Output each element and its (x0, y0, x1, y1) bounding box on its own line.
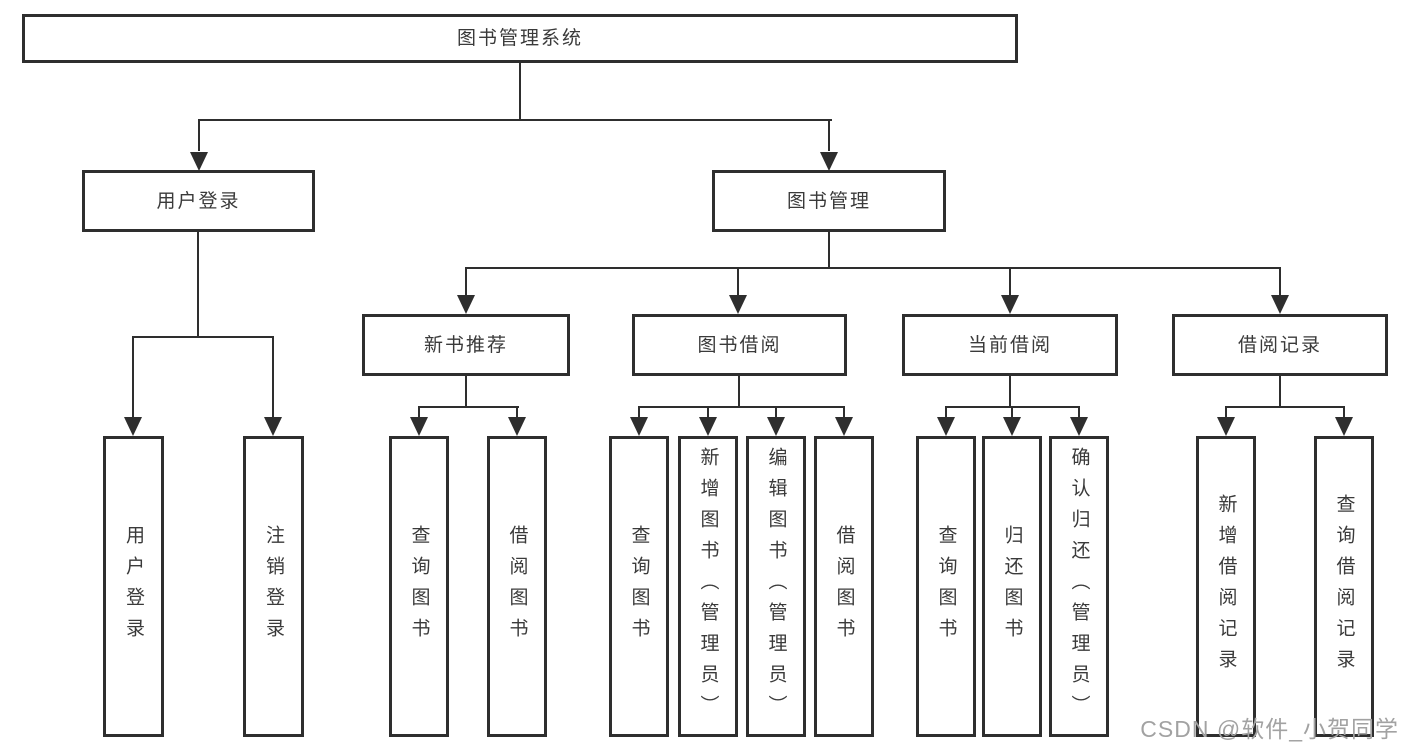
connector-line (132, 338, 134, 418)
arrow-down-icon (835, 417, 853, 436)
arrow-down-icon (1217, 417, 1235, 436)
arrow-down-icon (457, 295, 475, 314)
arrow-down-icon (630, 417, 648, 436)
connector-line (707, 408, 709, 418)
connector-line (1078, 408, 1080, 418)
connector-line (1343, 408, 1345, 418)
arrow-down-icon (1271, 295, 1289, 314)
arrow-down-icon (1001, 295, 1019, 314)
connector-line (1225, 408, 1227, 418)
node-label: 查询图书 (628, 524, 650, 649)
node-label: 新增图书（管理员） (697, 447, 719, 726)
connector-line (519, 63, 521, 121)
node-label: 查询图书 (408, 524, 430, 649)
connector-line (418, 408, 420, 418)
arrow-down-icon (190, 152, 208, 171)
node-label: 借阅图书 (506, 524, 528, 649)
node-label: 借阅图书 (833, 524, 855, 649)
arrow-down-icon (410, 417, 428, 436)
connector-line (828, 121, 830, 151)
leaf-edit-books-admin: 编辑图书（管理员） (746, 436, 806, 737)
leaf-return-books: 归还图书 (982, 436, 1042, 737)
node-label: 查询图书 (935, 524, 957, 649)
connector-line (1009, 376, 1011, 408)
leaf-add-books-admin: 新增图书（管理员） (678, 436, 738, 737)
connector-line (198, 121, 200, 151)
connector-line (738, 376, 740, 408)
arrow-down-icon (820, 152, 838, 171)
arrow-down-icon (1003, 417, 1021, 436)
connector-line (1279, 376, 1281, 408)
node-label: 用户登录 (156, 190, 241, 212)
node-book-management: 图书管理 (712, 170, 946, 232)
node-label: 借阅记录 (1237, 334, 1322, 356)
node-current-borrowing: 当前借阅 (902, 314, 1118, 376)
connector-line (1009, 269, 1011, 297)
node-label: 注销登录 (263, 524, 284, 649)
node-label: 新书推荐 (423, 334, 508, 356)
leaf-logout: 注销登录 (243, 436, 304, 737)
node-user-login: 用户登录 (82, 170, 315, 232)
leaf-confirm-return-admin: 确认归还（管理员） (1049, 436, 1109, 737)
leaf-add-borrow-record: 新增借阅记录 (1196, 436, 1256, 737)
leaf-borrow-books-recommend: 借阅图书 (487, 436, 547, 737)
connector-line (198, 119, 832, 121)
arrow-down-icon (508, 417, 526, 436)
node-label: 图书借阅 (697, 334, 782, 356)
node-label: 编辑图书（管理员） (765, 447, 787, 726)
node-label: 查询借阅记录 (1333, 493, 1355, 680)
connector-line (465, 376, 467, 408)
connector-line (272, 338, 274, 418)
connector-line (843, 408, 845, 418)
connector-line (945, 408, 947, 418)
connector-line (1225, 406, 1345, 408)
connector-line (638, 408, 640, 418)
node-label: 新增借阅记录 (1215, 493, 1237, 680)
leaf-user-login: 用户登录 (103, 436, 164, 737)
node-borrowing-records: 借阅记录 (1172, 314, 1388, 376)
connector-line (737, 269, 739, 297)
connector-line (197, 232, 199, 338)
arrow-down-icon (1070, 417, 1088, 436)
watermark: CSDN @软件_小贺同学 (1140, 716, 1399, 742)
node-book-borrowing: 图书借阅 (632, 314, 847, 376)
connector-line (1279, 269, 1281, 297)
connector-line (132, 336, 274, 338)
arrow-down-icon (264, 417, 282, 436)
leaf-borrow-books: 借阅图书 (814, 436, 874, 737)
node-label: 图书管理系统 (456, 28, 583, 49)
arrow-down-icon (124, 417, 142, 436)
connector-line (638, 406, 845, 408)
node-library-management-system: 图书管理系统 (22, 14, 1018, 63)
connector-line (775, 408, 777, 418)
node-label: 当前借阅 (967, 334, 1052, 356)
leaf-query-books-recommend: 查询图书 (389, 436, 449, 737)
arrow-down-icon (1335, 417, 1353, 436)
node-label: 用户登录 (123, 524, 144, 649)
node-label: 确认归还（管理员） (1068, 447, 1090, 726)
leaf-query-books-current: 查询图书 (916, 436, 976, 737)
connector-line (418, 406, 519, 408)
node-new-book-recommendation: 新书推荐 (362, 314, 570, 376)
connector-line (828, 232, 830, 269)
arrow-down-icon (767, 417, 785, 436)
node-label: 归还图书 (1001, 524, 1023, 649)
arrow-down-icon (937, 417, 955, 436)
connector-line (1011, 408, 1013, 418)
arrow-down-icon (699, 417, 717, 436)
arrow-down-icon (729, 295, 747, 314)
connector-line (465, 267, 1281, 269)
leaf-query-borrow-record: 查询借阅记录 (1314, 436, 1374, 737)
connector-line (516, 408, 518, 418)
node-label: 图书管理 (786, 190, 871, 212)
connector-line (945, 406, 1080, 408)
connector-line (465, 269, 467, 297)
leaf-query-books-borrow: 查询图书 (609, 436, 669, 737)
